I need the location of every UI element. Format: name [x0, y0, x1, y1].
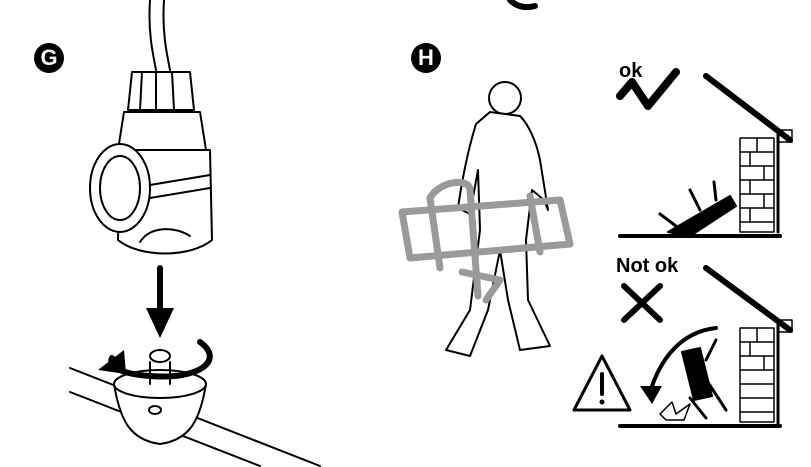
check-icon: [616, 68, 680, 110]
not-ok-scene: [572, 265, 793, 428]
ok-label: ok: [619, 60, 643, 82]
hose-coupling-illustration: [89, 0, 213, 255]
person-carrying-illustration: [398, 81, 574, 357]
arrow-down-icon: [146, 308, 174, 338]
cross-icon: [621, 283, 663, 323]
step-g-badge: G: [34, 43, 64, 73]
not-ok-label: Not ok: [616, 255, 679, 277]
top-partial-arc: [507, 0, 538, 11]
rotate-arrow-icon: [98, 350, 126, 374]
ok-scene: [616, 68, 793, 238]
step-h-badge: H: [411, 43, 441, 73]
coupling-base-illustration: [69, 339, 321, 467]
